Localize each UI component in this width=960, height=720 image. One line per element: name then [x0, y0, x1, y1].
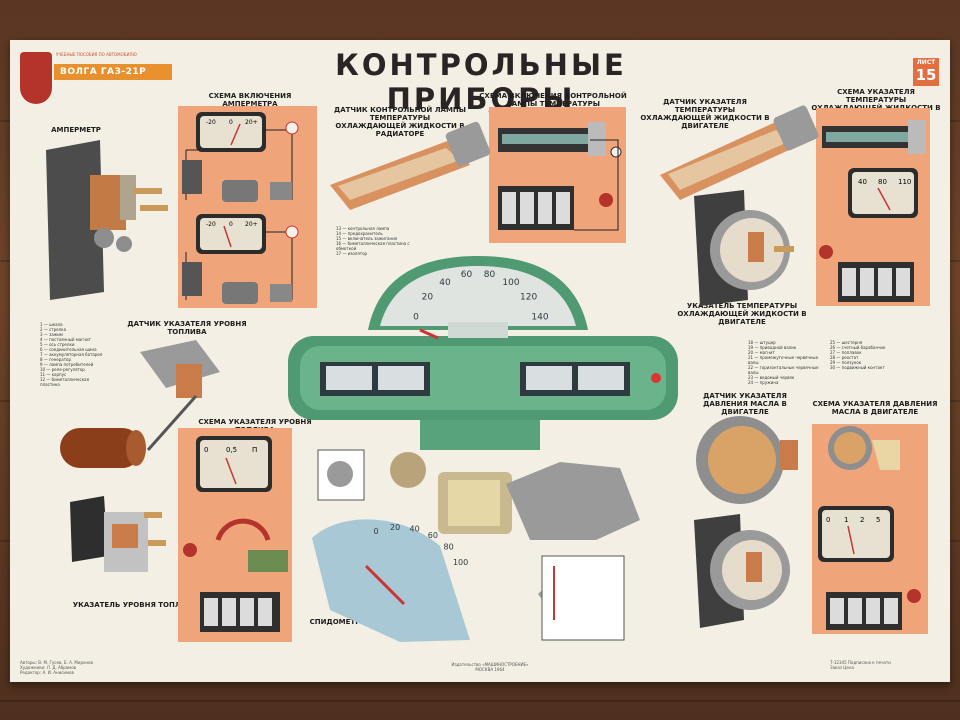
speedo-detail-tick-40: 40	[410, 525, 420, 534]
oil-tick-1: 1	[844, 516, 848, 524]
speedo-detail-tick-0: 0	[374, 527, 379, 536]
legend-right-b: 25 — шестерня 26 — счетный барабанчик 27…	[830, 340, 886, 370]
speed-tick-80: 80	[484, 270, 496, 280]
ammeter-tick-pos-2: 20+	[245, 221, 258, 228]
temp-tick-80: 80	[878, 178, 887, 186]
fuel-sensor-label: ДАТЧИК УКАЗАТЕЛЯ УРОВНЯ ТОПЛИВА	[127, 320, 247, 336]
fuel-scheme-drawing: 0 0,5 П	[183, 436, 288, 632]
speedo-detail-tick-100: 100	[453, 558, 468, 567]
speed-tick-60: 60	[461, 270, 473, 280]
temp-lamp-sensor	[330, 121, 491, 210]
oil-scheme-drawing: 0 1 2 5	[818, 426, 921, 630]
temp-tick-40: 40	[858, 178, 867, 186]
lamp-icon	[285, 121, 299, 239]
ammeter-tick-neg: -20	[206, 119, 216, 126]
fuel-gauge-label: УКАЗАТЕЛЬ УРОВНЯ ТОПЛИВА	[72, 601, 198, 609]
legend-center: 13 — контрольная лампа 14 — предохраните…	[336, 226, 410, 256]
ammeter-tick-neg-2: -20	[206, 221, 216, 228]
speedo-detail-tick-20: 20	[390, 523, 400, 532]
speed-tick-100: 100	[502, 278, 519, 288]
ammeter-tick-zero-2: 0	[229, 221, 233, 228]
temp-gauge-scheme-drawing: 40 80 110	[819, 120, 926, 302]
footer-center: Издательство «МАШИНОСТРОЕНИЕ» МОСКВА 196…	[451, 662, 529, 672]
oil-tick-2: 2	[860, 516, 864, 524]
fuel-sensor	[60, 340, 220, 468]
oil-tick-5: 5	[876, 516, 880, 524]
fuel-tick-half: 0,5	[226, 446, 237, 454]
speed-tick-120: 120	[520, 293, 537, 303]
ammeter-label: АМПЕРМЕТР	[51, 126, 101, 134]
oil-sensor	[694, 416, 798, 628]
logo-text: ВОЛГА ГАЗ-21Р	[54, 64, 172, 80]
temp-gauge-sensor-label: ДАТЧИК УКАЗАТЕЛЯ ТЕМПЕРАТУРЫ ОХЛАЖДАЮЩЕЙ…	[640, 98, 770, 130]
speed-tick-0: 0	[413, 312, 419, 322]
temp-lamp-scheme-drawing	[498, 122, 622, 231]
temp-lamp-sensor-label: ДАТЧИК КОНТРОЛЬНОЙ ЛАМПЫ ТЕМПЕРАТУРЫ ОХЛ…	[333, 106, 467, 138]
fuel-tick-0: 0	[204, 446, 208, 454]
oil-sensor-label: ДАТЧИК УКАЗАТЕЛЯ ДАВЛЕНИЯ МАСЛА В ДВИГАТ…	[703, 392, 787, 416]
fuel-tick-full: П	[252, 446, 257, 454]
ammeter-tick-zero: 0	[229, 119, 233, 126]
speedometer-detail-scale: 0 20 40 60 80 100	[374, 523, 469, 567]
ammeter-body	[46, 140, 168, 300]
oil-tick-0: 0	[826, 516, 830, 524]
speedometer-label: СПИДОМЕТР	[309, 618, 361, 626]
footer-right: Т-12345 Подписано к печати Заказ Цена	[830, 660, 891, 670]
ammeter-scheme-label: СХЕМА ВКЛЮЧЕНИЯ АМПЕРМЕТРА	[208, 92, 292, 108]
sheet-number-badge: ЛИСТ 15	[913, 58, 939, 86]
temp-gauge-part	[694, 190, 794, 306]
shield-icon	[20, 52, 52, 104]
logo-caption: УЧЕБНЫЕ ПОСОБИЯ ПО АВТОМОБИЛЮ	[56, 52, 137, 57]
temp-gauge-sensor	[660, 105, 819, 200]
legend-right-a: 18 — штуцер 19 — приводной валик 20 — ма…	[748, 340, 819, 385]
temp-tick-110: 110	[898, 178, 911, 186]
ammeter-gauge-bottom: -20 0 20+	[196, 214, 266, 254]
temp-gauge-label: УКАЗАТЕЛЬ ТЕМПЕРАТУРЫ ОХЛАЖДАЮЩЕЙ ЖИДКОС…	[677, 302, 807, 326]
speedometer-drawing	[312, 449, 640, 642]
legend-left: 1 — шкала 2 — стрелка 3 — зажим 4 — пост…	[40, 322, 103, 387]
sheet-number: 15	[915, 66, 937, 84]
sheet-label: ЛИСТ	[916, 59, 936, 66]
speed-tick-20: 20	[422, 293, 434, 303]
oil-scheme-label: СХЕМА УКАЗАТЕЛЯ ДАВЛЕНИЯ МАСЛА В ДВИГАТЕ…	[812, 400, 938, 416]
page-title: КОНТРОЛЬНЫЕ ПРИБОРЫ	[335, 48, 627, 116]
battery-icon	[182, 160, 202, 296]
speed-tick-40: 40	[439, 278, 451, 288]
ammeter-tick-pos: 20+	[245, 119, 258, 126]
speedo-detail-tick-80: 80	[444, 543, 454, 552]
generator-icon	[222, 180, 292, 304]
speedo-detail-tick-60: 60	[428, 531, 438, 540]
dashboard-panel	[288, 256, 678, 450]
speed-tick-140: 140	[531, 312, 548, 322]
ammeter-gauge-top: -20 0 20+	[196, 112, 266, 152]
fuel-gauge-part	[70, 496, 166, 572]
footer-left: Авторы: В. М. Гусев, Б. А. Миронов Худож…	[20, 660, 93, 675]
logo: УЧЕБНЫЕ ПОСОБИЯ ПО АВТОМОБИЛЮ ВОЛГА ГАЗ-…	[20, 52, 172, 110]
